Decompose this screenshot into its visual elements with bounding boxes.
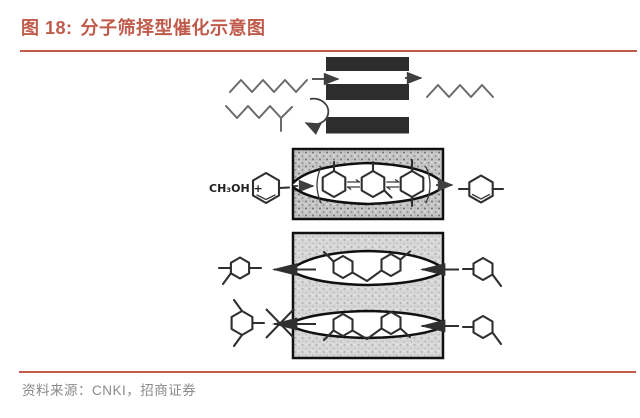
- diaryl-intermediate-upper: [322, 250, 412, 283]
- title-divider-rule: [20, 50, 637, 52]
- rejection-curved-arrow: [304, 97, 330, 135]
- sieve-channel: [291, 147, 445, 221]
- figure-title: 图 18: 分子筛择型催化示意图: [21, 14, 266, 40]
- blocked-exit-arrow: [265, 308, 316, 339]
- close-paren: [425, 166, 431, 204]
- footer-divider-rule: [19, 371, 636, 373]
- toluene-feed-molecule-lower: [461, 314, 503, 346]
- open-paren: [316, 166, 322, 204]
- equilibrium-arrows-icon: [386, 179, 400, 190]
- mesitylene-molecule: [230, 298, 266, 348]
- sieve-bar: [326, 84, 409, 100]
- trimethylbenzene-product-molecule: [217, 256, 263, 286]
- section-product-selectivity: [217, 231, 503, 360]
- para-xylene-product-molecule: [457, 174, 505, 204]
- methanol-label: CH₃OH +: [209, 182, 263, 195]
- section-transition-state-selectivity: CH₃OH +: [209, 147, 505, 221]
- diaryl-intermediate-lower: [322, 310, 412, 342]
- sieve-slit-bars: [326, 57, 409, 134]
- n-alkane-product-molecule: [426, 84, 494, 98]
- equilibrium-arrows-icon: [346, 179, 361, 190]
- source-attribution: 资料来源：CNKI，招商证券: [22, 383, 197, 398]
- toluene-feed-molecule-upper: [461, 256, 503, 288]
- xylene-isomers-group: [316, 158, 431, 208]
- figure-title-text: 分子筛择型催化示意图: [80, 18, 266, 38]
- toluene-ring: [321, 160, 347, 199]
- meta-xylene-ring: [360, 160, 393, 199]
- toluene-molecule: [251, 171, 291, 205]
- para-xylene-ring: [399, 158, 425, 208]
- branched-alkane-molecule: [225, 105, 293, 132]
- figure-number-label: 图 18:: [21, 18, 73, 38]
- x-mark-icon: [265, 308, 295, 339]
- sieve-bar: [326, 117, 409, 134]
- sieve-bar: [326, 57, 409, 71]
- section-reactant-selectivity: [225, 57, 494, 135]
- n-alkane-molecule: [229, 79, 308, 93]
